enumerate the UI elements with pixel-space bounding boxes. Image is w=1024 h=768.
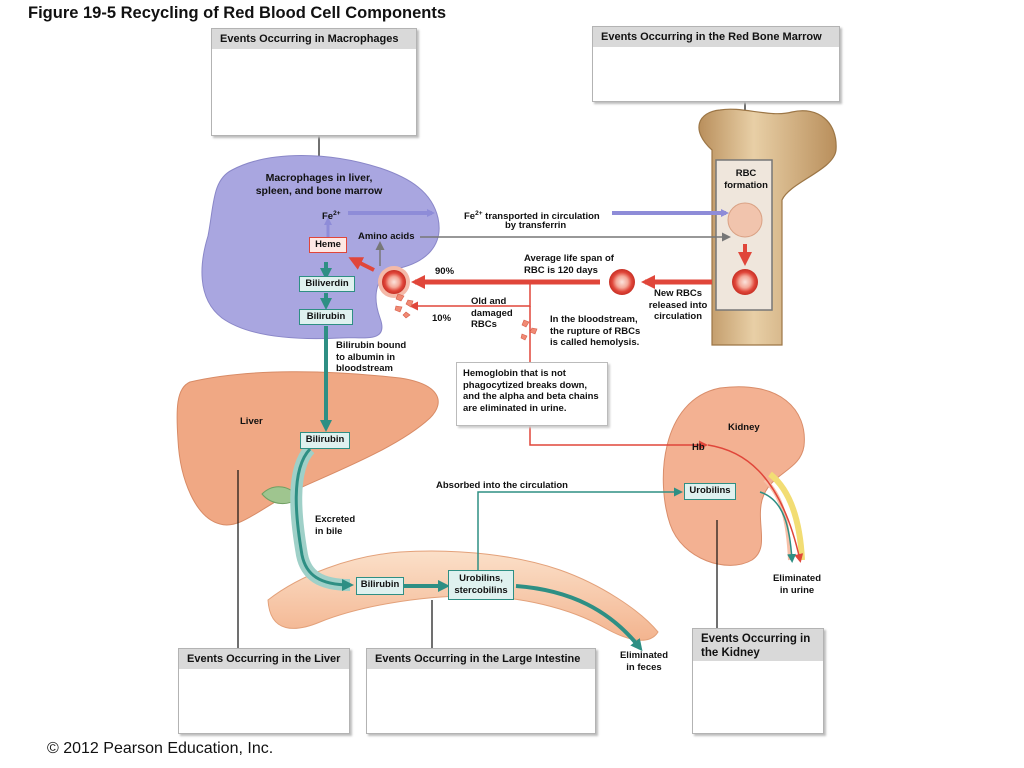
rbc-forming-cell — [727, 202, 763, 238]
liver-events-box: Events Occurring in the Liver — [178, 648, 350, 734]
kidney-events-heading: Events Occurring in the Kidney — [693, 629, 823, 661]
biliverdin-tag: Biliverdin — [299, 276, 355, 292]
rbc-fragments-macrophage — [394, 293, 414, 319]
life-span-label: Average life span of RBC is 120 days — [524, 253, 614, 276]
intestine-events-heading: Events Occurring in the Large Intestine — [367, 649, 595, 669]
arrow-to-heme — [348, 257, 375, 272]
arrow-bile — [294, 447, 354, 591]
rbc-formation-label: RBC formation — [724, 168, 768, 191]
arrow-hb-urine — [707, 444, 804, 563]
intestine-events-box: Events Occurring in the Large Intestine — [366, 648, 596, 734]
macrophages-events-heading: Events Occurring in Macrophages — [212, 29, 416, 49]
macrophages-label: Macrophages in liver, spleen, and bone m… — [255, 172, 383, 197]
urobilins-stercobilins-tag: Urobilins, stercobilins — [448, 570, 514, 600]
kidney-shape — [662, 386, 805, 566]
amino-acids-label: Amino acids — [358, 231, 415, 242]
liver-label: Liver — [240, 416, 263, 427]
liver-events-heading: Events Occurring in the Liver — [179, 649, 349, 669]
bilirubin-albumin-label: Bilirubin bound to albumin in bloodstrea… — [336, 340, 407, 374]
eliminated-feces-label: Eliminated in feces — [619, 650, 669, 673]
arrow-urobilins-urine — [759, 491, 797, 563]
kidney-events-box: Events Occurring in the Kidney — [692, 628, 824, 734]
marrow-events-heading: Events Occurring in the Red Bone Marrow — [593, 27, 839, 47]
copyright-notice: © 2012 Pearson Education, Inc. — [47, 740, 274, 757]
old-damaged-label: Old and damaged RBCs — [471, 296, 513, 330]
pct-10-label: 10% — [432, 313, 452, 324]
hemolysis-label: In the bloodstream, the rupture of RBCs … — [550, 314, 641, 348]
fe-transport-label: Fe2+ transported in circulation — [464, 210, 600, 223]
arrow-feces — [515, 584, 643, 652]
excreted-bile-label: Excreted in bile — [315, 514, 356, 537]
kidney-label: Kidney — [728, 422, 760, 433]
bilirubin-tag-intestine: Bilirubin — [356, 577, 404, 595]
figure-title: Figure 19-5 Recycling of Red Blood Cell … — [28, 4, 447, 22]
urobilins-tag-kidney: Urobilins — [684, 483, 736, 500]
macrophages-events-box: Events Occurring in Macrophages — [211, 28, 417, 136]
pct-90-label: 90% — [435, 266, 455, 277]
bilirubin-tag-liver: Bilirubin — [300, 432, 350, 449]
rbc-in-marrow — [732, 269, 758, 295]
hb-label: Hb — [692, 442, 705, 453]
ureter-yellow — [768, 471, 805, 561]
rbc-in-circulation — [609, 269, 635, 295]
rbc-fragments-bloodstream — [520, 319, 538, 341]
absorbed-label: Absorbed into the circulation — [436, 480, 568, 491]
bilirubin-tag-macrophage: Bilirubin — [299, 309, 353, 325]
marrow-events-box: Events Occurring in the Red Bone Marrow — [592, 26, 840, 102]
transferrin-label: by transferrin — [505, 220, 567, 231]
heme-tag: Heme — [309, 237, 347, 253]
fe-label: Fe2+ — [322, 210, 341, 223]
new-rbcs-label: New RBCs released into circulation — [648, 288, 708, 322]
bone-illustration — [698, 108, 837, 346]
hemoglobin-note: Hemoglobin that is not phagocytized brea… — [456, 362, 608, 426]
arrow-hb-to-kidney — [529, 306, 708, 450]
eliminated-urine-label: Eliminated in urine — [772, 573, 822, 596]
arrow-absorbed — [477, 487, 683, 570]
rbc-phagocytized — [382, 270, 406, 294]
